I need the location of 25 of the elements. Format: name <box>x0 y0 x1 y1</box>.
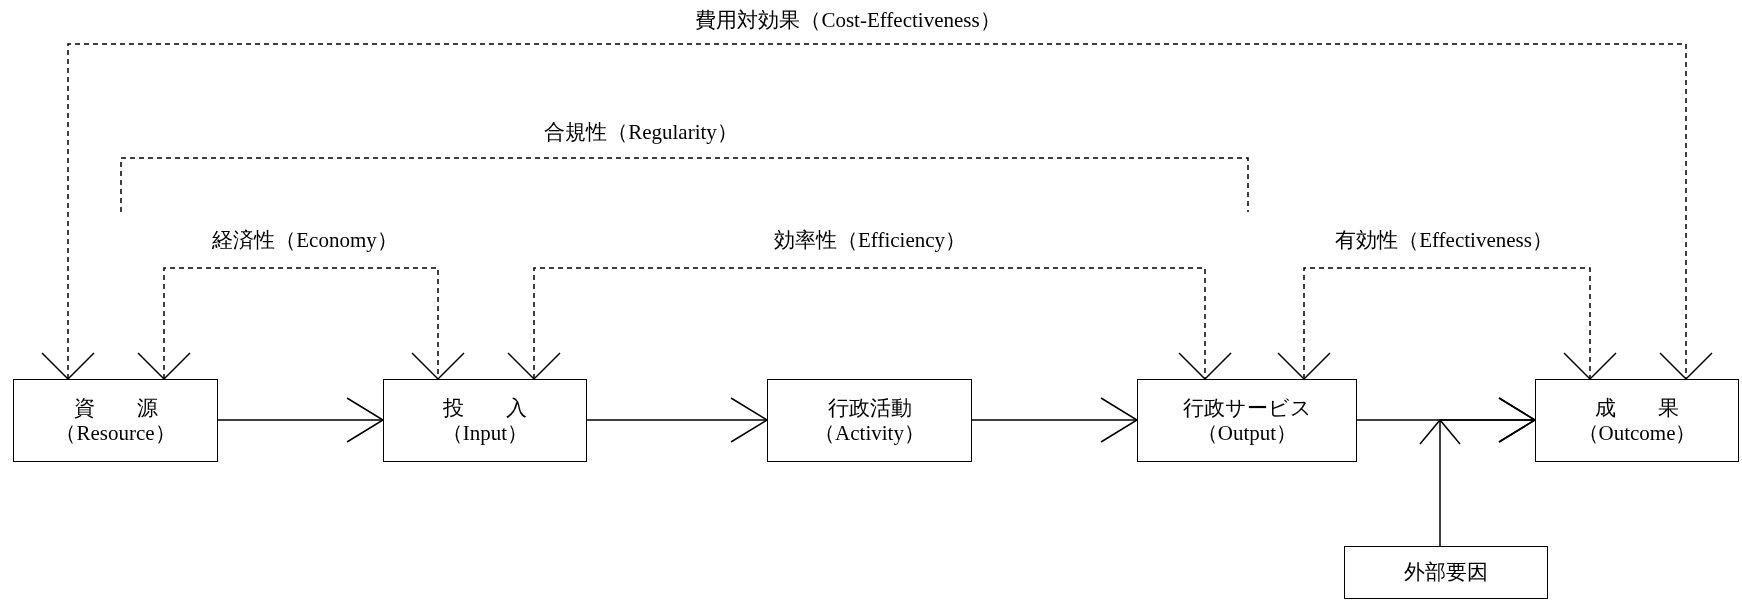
process-box <box>1137 379 1357 462</box>
dashed-arrow <box>1277 267 1617 380</box>
arrow <box>586 397 768 443</box>
box-text: 投 入 <box>443 395 527 421</box>
box-text: （Resource） <box>55 420 176 446</box>
box-text: （Activity） <box>814 420 925 446</box>
process-box <box>383 379 587 462</box>
box-text: 行政サービス <box>1182 395 1312 421</box>
dashed-arrow <box>507 267 1232 380</box>
process-box <box>1344 546 1548 599</box>
box-text: （Output） <box>1196 420 1298 446</box>
arrow <box>1419 397 1536 547</box>
box-text: 成 果 <box>1595 395 1679 421</box>
process-box <box>13 379 218 462</box>
arrow <box>971 397 1138 443</box>
box-text: 行政活動 <box>827 395 912 421</box>
box-text: 外部要因 <box>1404 560 1488 585</box>
process-box <box>767 379 972 462</box>
dashed-arrow <box>41 43 1713 380</box>
arrow <box>217 397 384 443</box>
box-text: （Input） <box>441 420 529 446</box>
box-text: 資 源 <box>73 395 158 421</box>
process-box <box>1535 379 1739 462</box>
box-text: （Outcome） <box>1577 420 1697 446</box>
dashed-arrow <box>137 267 465 380</box>
